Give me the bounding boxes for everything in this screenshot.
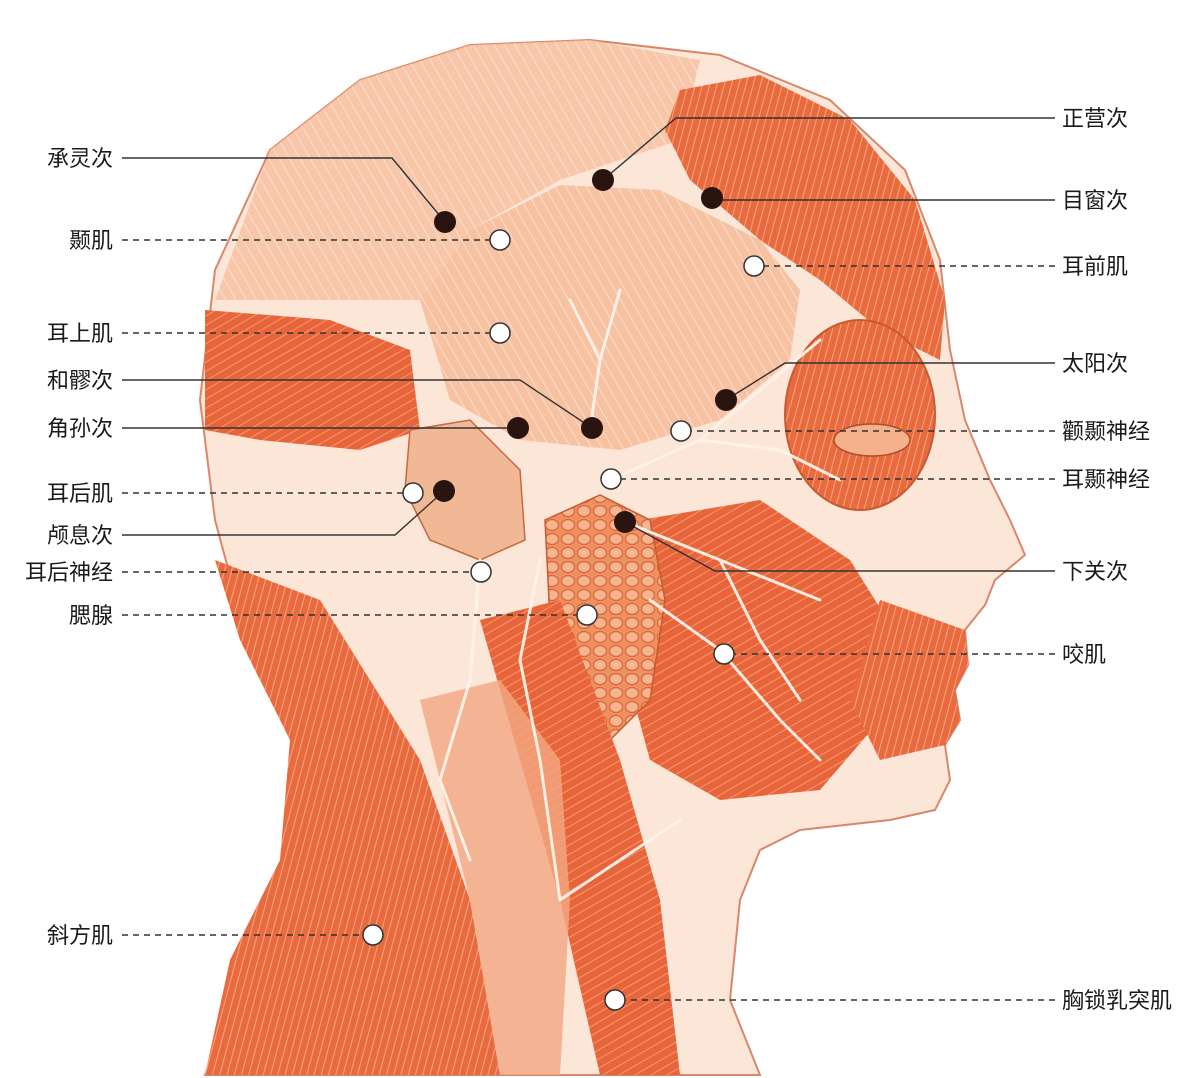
marker-zhengying [592, 169, 614, 191]
head-illustration [200, 40, 1025, 1075]
marker-taiyang [715, 389, 737, 411]
label-jiaosun: 角孙次 [47, 417, 113, 442]
marker-xiongsuo [605, 990, 625, 1010]
label-muchuang: 目窗次 [1062, 189, 1128, 214]
marker-muchuang [701, 187, 723, 209]
label-sai: 腮腺 [69, 604, 113, 629]
label-luxi: 颅息次 [47, 524, 113, 549]
label-yao: 咬肌 [1062, 643, 1106, 668]
label-xiefang: 斜方肌 [47, 924, 113, 949]
label-chengling: 承灵次 [47, 147, 113, 172]
marker-luxi [433, 480, 455, 502]
label-zhengying: 正营次 [1062, 107, 1128, 132]
label-taiyang: 太阳次 [1062, 352, 1128, 377]
label-quannie: 颧颞神经 [1062, 420, 1150, 445]
marker-yao [714, 644, 734, 664]
label-ershang: 耳上肌 [47, 322, 113, 347]
marker-ershang [490, 323, 510, 343]
marker-ernie [601, 469, 621, 489]
label-erqian: 耳前肌 [1062, 255, 1128, 280]
marker-erhoushenjing [471, 562, 491, 582]
eye [834, 424, 910, 456]
marker-nie [490, 230, 510, 250]
marker-quannie [671, 421, 691, 441]
marker-chengling [434, 211, 456, 233]
label-xiaguan: 下关次 [1062, 560, 1128, 585]
marker-xiefang [363, 925, 383, 945]
marker-erhou [403, 483, 423, 503]
label-nie: 颞肌 [69, 229, 113, 254]
left-label-column: 承灵次 颞肌 耳上肌 和髎次 角孙次 耳后肌 颅息次 耳后神经 腮腺 斜方肌 [25, 147, 113, 949]
marker-erqian [744, 256, 764, 276]
label-heliao: 和髎次 [47, 369, 113, 394]
marker-xiaguan [614, 511, 636, 533]
label-ernie: 耳颞神经 [1062, 468, 1150, 493]
marker-heliao [581, 417, 603, 439]
label-erhou: 耳后肌 [47, 482, 113, 507]
label-xiongsuo: 胸锁乳突肌 [1062, 989, 1172, 1014]
label-erhoushenjing: 耳后神经 [25, 561, 113, 586]
marker-sai [577, 605, 597, 625]
right-label-column: 正营次 目窗次 耳前肌 太阳次 颧颞神经 耳颞神经 下关次 咬肌 胸锁乳突肌 [1062, 107, 1172, 1014]
marker-jiaosun [507, 417, 529, 439]
